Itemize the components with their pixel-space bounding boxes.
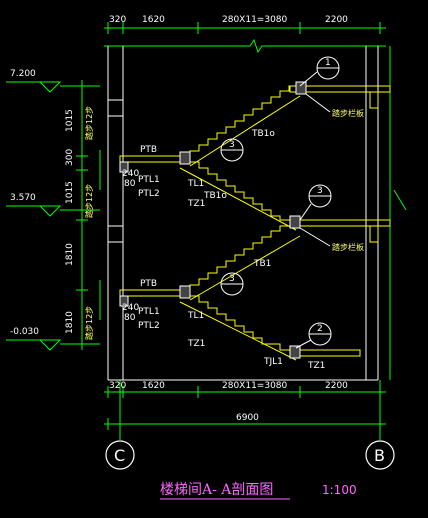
drawing-scale: 1:100 (322, 483, 357, 497)
label-tb1o-upper: TB1o (251, 129, 275, 139)
dim-bottom-stairs: 280X11=3080 (222, 381, 288, 391)
label-ptl2-lower: PTL2 (138, 321, 160, 331)
label-ptl1-lower: PTL1 (138, 307, 160, 317)
dim-left-1015-a: 1015 (65, 109, 75, 132)
label-ptl1-upper: PTL1 (138, 175, 160, 185)
dim-left-1015-b: 1015 (65, 181, 75, 204)
dimension-lines (6, 22, 407, 440)
dim-240-lower: 240 (122, 303, 139, 313)
dim-80-upper: 80 (124, 179, 136, 189)
dim-left-300: 300 (65, 149, 75, 166)
dim-top-1620: 1620 (142, 15, 165, 25)
stair-flights (179, 85, 301, 361)
callout-3-mid: 3 (317, 186, 323, 196)
level-minus-0030: -0.030 (10, 327, 39, 337)
label-tjl1: TJL1 (263, 357, 283, 367)
level-3570: 3.570 (10, 193, 36, 203)
label-ptb-upper: PTB (140, 145, 157, 155)
axis-label-c: C (114, 446, 125, 465)
dim-top-2200: 2200 (325, 15, 348, 25)
level-7200: 7.200 (10, 69, 36, 79)
beams (119, 81, 307, 359)
dim-top-stairs: 280X11=3080 (222, 15, 288, 25)
label-ptl2-upper: PTL2 (138, 189, 160, 199)
dim-left-1810-b: 1810 (65, 311, 75, 334)
dim-80-lower: 80 (124, 313, 136, 323)
label-tb1o-mid: TB1o (203, 191, 227, 201)
dim-total-6900: 6900 (236, 413, 259, 423)
label-tz1-bottom: TZ1 (307, 361, 325, 371)
dim-left-note-1: 踏步12步 (84, 106, 94, 140)
dim-left-note-3: 踏步12步 (84, 306, 94, 340)
callout-2: 2 (317, 324, 323, 334)
callout-3-upper: 3 (229, 140, 235, 150)
label-tz1-upper: TZ1 (187, 199, 205, 209)
dim-bottom-320: 320 (109, 381, 126, 391)
dim-bottom-1620: 1620 (142, 381, 165, 391)
dim-left-1810-a: 1810 (65, 243, 75, 266)
label-tz1-lower: TZ1 (187, 339, 205, 349)
drawing-title: 楼梯间A- A剖面图 (160, 482, 273, 498)
floor-slabs (119, 85, 391, 357)
label-railing-upper: 踏步栏板 (332, 108, 364, 118)
callout-3-lower: 3 (229, 274, 235, 284)
label-tb1-lower: TB1 (253, 259, 271, 269)
axis-bubble-b (365, 440, 395, 470)
label-tl1-lower: TL1 (187, 311, 204, 321)
dim-left-note-2: 踏步12步 (84, 184, 94, 218)
axis-bubble-c (105, 440, 135, 470)
callouts (220, 56, 340, 349)
dim-bottom-2200: 2200 (325, 381, 348, 391)
label-ptb-lower: PTB (140, 279, 157, 289)
dim-top-320: 320 (109, 15, 126, 25)
axis-label-b: B (374, 446, 385, 465)
dim-240-upper: 240 (122, 169, 139, 179)
callout-1: 1 (325, 58, 331, 68)
label-railing-lower: 踏步栏板 (332, 242, 364, 252)
label-tl1-upper: TL1 (187, 179, 204, 189)
